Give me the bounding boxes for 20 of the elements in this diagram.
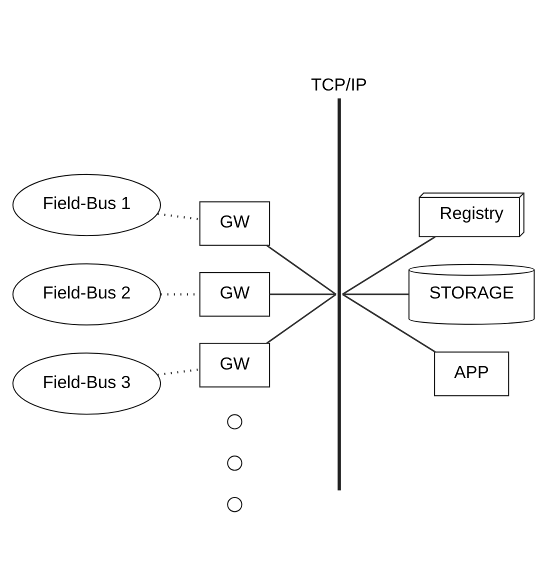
node-circle [227,414,242,430]
connector [158,212,200,220]
node-box [338,98,341,490]
connector [158,368,200,376]
node-circle [227,456,242,471]
node-ellipse: Field-Bus 3 [12,352,162,415]
node-box: GW [199,272,270,317]
connector [342,294,409,296]
connector [266,294,336,344]
connector [266,244,336,296]
node-label: TCP/IP [310,74,368,94]
connector [342,236,436,296]
connector [270,294,336,296]
node-box: GW [199,201,270,246]
node-box: APP [434,352,510,396]
node-ellipse: Field-Bus 2 [12,263,162,326]
connector [342,294,436,353]
node-circle [227,496,242,512]
node-box: GW [199,342,270,388]
node-ellipse: Field-Bus 1 [12,174,162,236]
